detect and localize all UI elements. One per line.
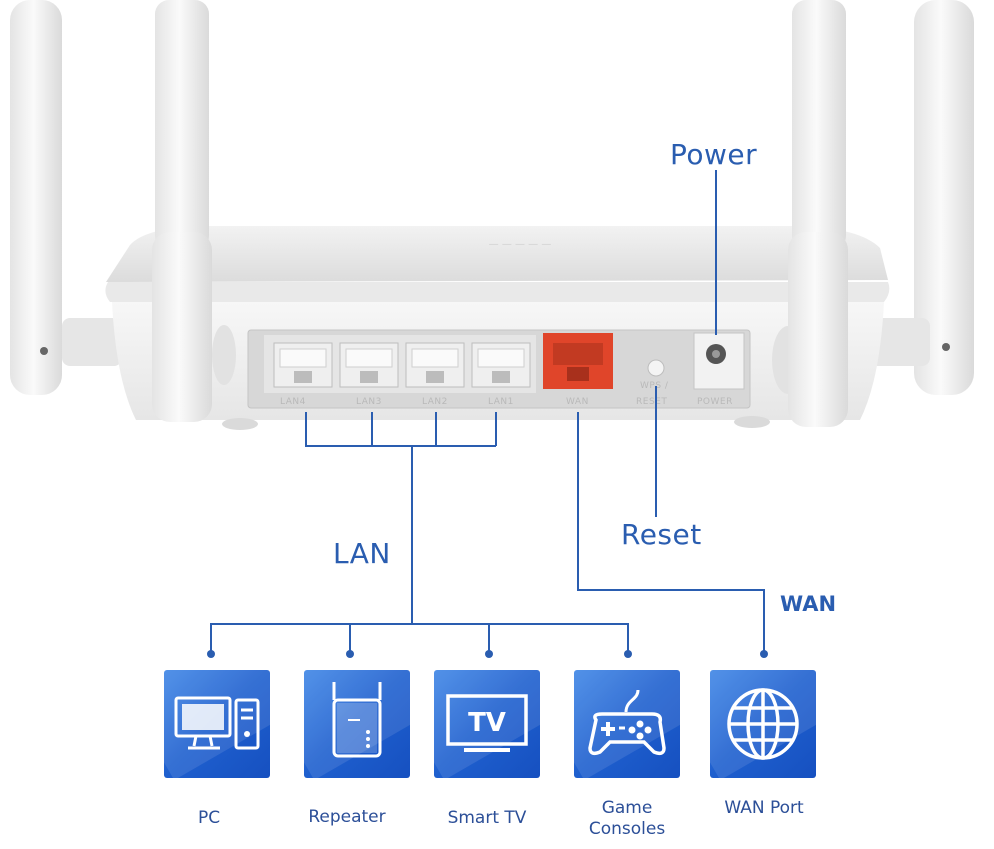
svg-text:LAN1: LAN1 xyxy=(488,397,514,407)
pc-tile xyxy=(164,670,270,778)
lan-callout: LAN xyxy=(333,537,391,570)
pc-icon xyxy=(174,696,260,750)
wan-callout: WAN xyxy=(780,592,837,616)
game-consoles-tile xyxy=(574,670,680,778)
reset-callout: Reset xyxy=(621,518,702,551)
wan-port-label: WAN Port xyxy=(724,798,804,818)
repeater-icon xyxy=(332,682,382,758)
antenna-left-inner xyxy=(152,0,212,422)
smart-tv-label: Smart TV xyxy=(447,808,527,828)
globe-icon xyxy=(727,688,799,760)
svg-text:LAN3: LAN3 xyxy=(356,397,382,407)
game-consoles-label: Game Consoles xyxy=(588,798,666,839)
antenna-right-inner xyxy=(788,0,848,427)
repeater-tile xyxy=(304,670,410,778)
smart-tv-tile: TV xyxy=(434,670,540,778)
tv-badge: TV xyxy=(468,708,506,738)
svg-text:WPS /: WPS / xyxy=(640,381,669,391)
wan-port-tile xyxy=(710,670,816,778)
smart-tv-icon: TV xyxy=(446,694,528,752)
pc-label: PC xyxy=(197,808,221,828)
power-callout: Power xyxy=(670,138,758,171)
antenna-left-outer xyxy=(10,0,122,395)
svg-text:RESET: RESET xyxy=(636,397,667,407)
wan-port xyxy=(543,333,613,389)
power-jack xyxy=(693,332,745,390)
lan-ports xyxy=(273,342,531,388)
svg-text:— — — — —: — — — — — xyxy=(489,239,552,250)
svg-text:POWER: POWER xyxy=(697,397,733,407)
svg-text:WAN: WAN xyxy=(566,397,589,407)
antenna-right-outer xyxy=(870,0,974,395)
repeater-label: Repeater xyxy=(308,807,386,827)
svg-text:LAN2: LAN2 xyxy=(422,397,448,407)
svg-text:LAN4: LAN4 xyxy=(280,397,306,407)
reset-button xyxy=(630,344,680,384)
gamepad-icon xyxy=(588,689,666,756)
router-illustration: — — — — — xyxy=(10,0,974,430)
